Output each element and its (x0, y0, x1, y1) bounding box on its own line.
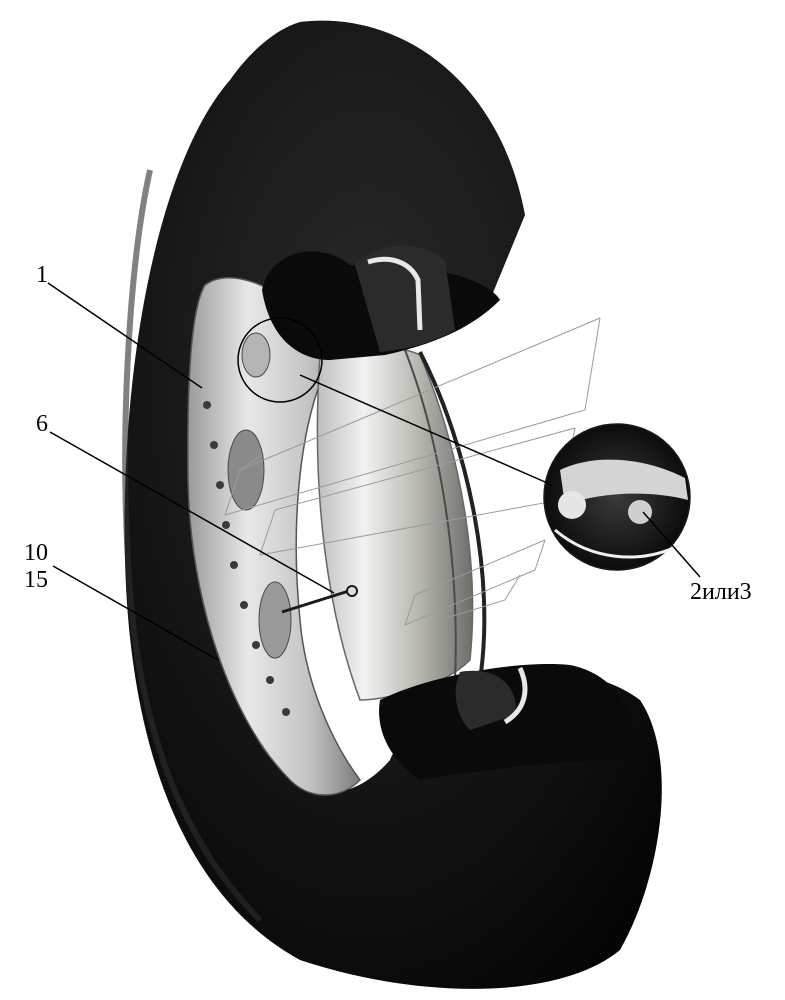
callout-15: 15 (24, 567, 48, 593)
leader-6 (49, 431, 335, 594)
callout-6: 6 (36, 411, 48, 437)
tire-section-top (262, 245, 500, 360)
wheel-disc (187, 277, 361, 796)
leader-1 (47, 282, 203, 389)
callout-2or3: 2или3 (690, 579, 752, 605)
tire-section-bottom (379, 664, 636, 780)
leader-detail (299, 374, 553, 486)
leader-lines (47, 282, 701, 661)
leader-10-15 (52, 565, 219, 661)
callout-1: 1 (36, 262, 48, 288)
detail-zoom-circle (237, 317, 691, 571)
callout-10: 10 (24, 540, 48, 566)
leader-2or3 (642, 511, 701, 578)
